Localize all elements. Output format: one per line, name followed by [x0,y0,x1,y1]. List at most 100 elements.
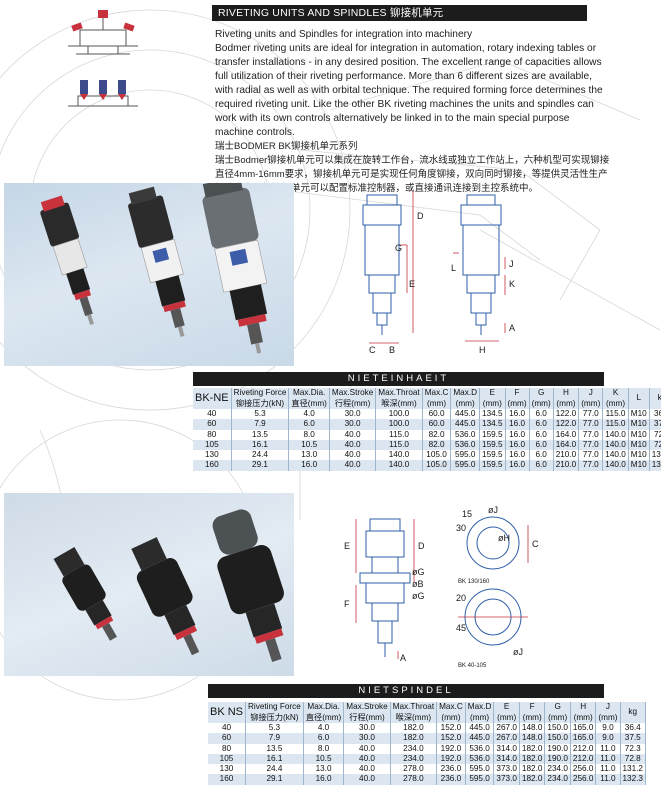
table-cell: 314.0 [493,743,520,754]
table-cell: 267.0 [493,723,520,734]
table-cell: 40.0 [329,460,377,471]
table-cell: 11.0 [595,743,621,754]
table-cell: M10 [628,439,650,451]
column-header: H(mm) [570,702,597,723]
table-cell: 122.0 [553,409,580,420]
dim2-label-oJ1: øJ [488,505,498,515]
dim2-label-A: A [400,653,406,663]
riveting-units-photo [4,183,294,366]
table-cell: 60 [193,419,232,430]
intro-text: Riveting units and Spindles for integrat… [215,28,610,196]
column-header-label: Max.C [424,388,449,397]
column-header: E(mm) [493,702,520,723]
table-cell: 234.0 [544,774,571,785]
dim2-label-oH: øH [498,533,510,543]
table-cell: M10 [628,419,650,430]
table-cell: 7.9 [231,419,290,430]
column-header: G(mm) [544,702,571,723]
table-cell: 192.0 [436,743,466,754]
column-header-unit: (mm) [573,712,593,722]
table-cell: 131.2 [620,764,646,775]
section-header: RIVETING UNITS AND SPINDLES 铆接机单元 [212,5,587,21]
table-cell: 314.0 [493,753,520,765]
dim2-label-15: 15 [462,509,472,519]
table-cell: 16.0 [505,429,530,440]
column-header-label: J [605,702,610,711]
intro-title-zh: 瑞士BODMER BK铆接机单元系列 [215,141,358,152]
table-cell: 236.0 [436,774,466,785]
table-cell: 140.0 [375,450,423,461]
table-cell: 115.0 [375,429,423,440]
column-header-label: kg [628,707,638,717]
table-cell: 115.0 [375,439,423,451]
model-header: BK-NE [193,388,232,409]
table-cell: 13.0 [288,450,330,461]
column-header-unit: (mm) [470,712,490,722]
table-cell: 236.0 [436,764,466,775]
column-header-label: Max.Throat [378,388,420,397]
column-header-label: Max.Throat [392,702,435,711]
table-cell: 13.0 [303,764,345,775]
table-cell: 6.0 [303,733,345,744]
table-cell: 72.8 [649,439,661,451]
table-cell: 105.0 [422,450,452,461]
table-cell: M10 [628,460,650,471]
table-cell: 6.0 [529,429,554,440]
table-cell: 16.1 [231,439,290,451]
column-header-unit: 行程(mm) [349,712,385,722]
table-cell: 159.5 [479,460,506,471]
table-cell: 536.0 [450,429,481,440]
table-cell: 132.3 [620,774,646,785]
table-cell: 77.0 [578,429,604,440]
column-header-label: H [580,702,587,711]
column-header-label: E [503,702,510,711]
dim-label-C: C [369,345,376,355]
table-cell: 159.5 [479,429,506,440]
table-cell: 131.2 [649,450,661,461]
table-cell: 60.0 [422,409,452,420]
column-header-unit: (mm) [507,398,527,408]
column-header-unit: (mm) [556,398,576,408]
table-cell: 16.0 [505,460,530,471]
table-cell: 8.0 [303,743,345,754]
table-cell: 30.0 [343,733,391,744]
dim2-label-C: C [532,539,539,549]
table-cell: 445.0 [465,733,495,744]
table-cell: 165.0 [570,723,597,734]
column-header: G(mm) [529,388,554,409]
table-cell: 160 [193,460,232,471]
table-cell: 234.0 [390,743,438,754]
column-header-label: Max.Stroke [331,388,374,397]
table-cell: 148.0 [519,723,546,734]
column-header-unit: (mm) [606,398,626,408]
column-header-label: G [554,702,561,711]
table-cell: 7.9 [245,733,304,744]
table-cell: 100.0 [375,409,423,420]
table-cell: 40.0 [329,429,377,440]
table-cell: 373.0 [493,774,520,785]
table-cell: 536.0 [465,753,495,765]
column-header-unit: 铆接压力(kN) [235,398,285,408]
dim2-label-oJ2: øJ [513,647,523,657]
column-header: Max.D(mm) [465,702,495,723]
table-cell: 256.0 [570,774,597,785]
model-header: BK NS [208,702,247,723]
dim2-label-oG2: øG [412,591,425,601]
column-header-unit: 铆接压力(kN) [250,712,299,722]
table-cell: 182.0 [519,753,546,765]
table-cell: 140.0 [602,439,629,451]
table-cell: 11.0 [595,753,621,765]
column-header-unit: 直径(mm) [291,398,327,408]
column-header-label: Riveting Force [233,388,287,397]
table-cell: 16.0 [505,439,530,451]
